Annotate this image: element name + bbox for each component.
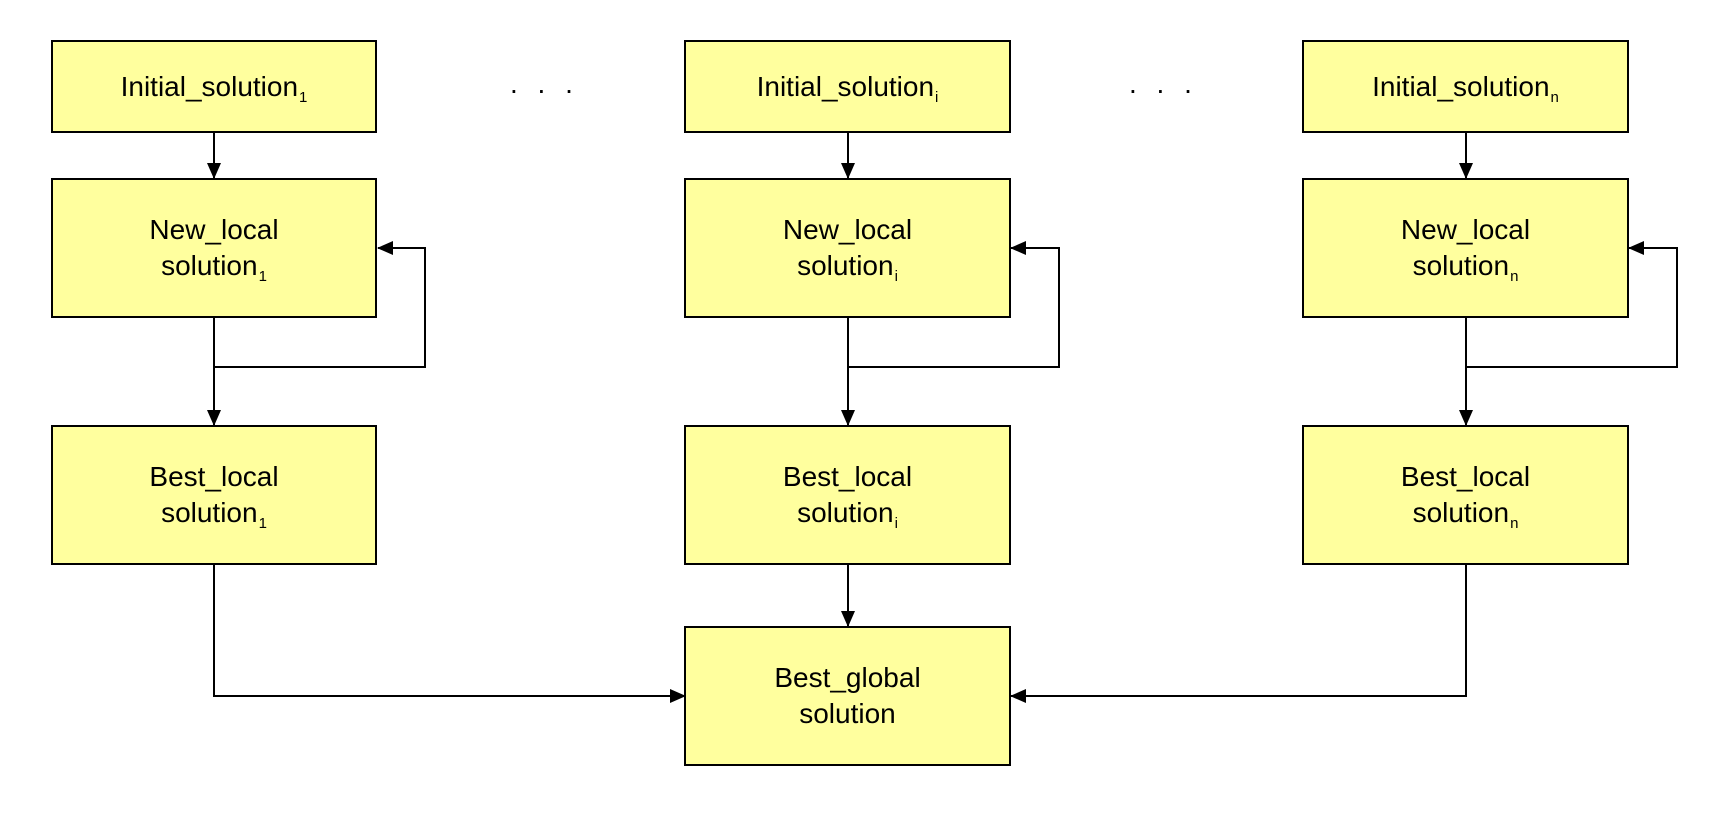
- new-local-solution-box-1: New_local solution1: [51, 178, 377, 318]
- best-local-line2-1: solution1: [161, 495, 267, 531]
- new-local-line1-1: New_local: [149, 214, 279, 245]
- arrow-best-local-n-to-best-global: [1010, 565, 1467, 703]
- new-local-line1-n: New_local: [1400, 214, 1531, 245]
- initial-solution-box-1: Initial_solution1: [51, 40, 377, 133]
- best-global-solution-box: Best_global solution: [684, 626, 1011, 766]
- initial-solution-box-i: Initial_solutioni: [684, 40, 1011, 133]
- initial-solution-text-1: Initial_solution: [120, 70, 299, 102]
- best-global-line2: solution: [799, 698, 896, 729]
- new-local-text-i: solution: [797, 250, 894, 281]
- initial-solution-subscript-i: i: [935, 88, 939, 106]
- initial-solution-text-i: Initial_solution: [756, 70, 935, 102]
- best-local-line2-i: solutioni: [797, 495, 898, 531]
- new-local-solution-box-i: New_local solutioni: [684, 178, 1011, 318]
- loop-arrow-new-local-i: [848, 241, 1060, 368]
- best-local-subscript-n: n: [1510, 515, 1519, 532]
- new-local-subscript-1: 1: [258, 268, 267, 285]
- best-global-line1: Best_global: [774, 662, 921, 693]
- new-local-text-n: solution: [1412, 250, 1510, 281]
- initial-solution-subscript-n: n: [1550, 88, 1559, 106]
- loop-arrow-new-local-n: [1466, 241, 1678, 368]
- best-local-line1-i: Best_local: [782, 461, 913, 492]
- new-local-subscript-i: i: [894, 268, 898, 285]
- best-local-line1-1: Best_local: [149, 461, 279, 492]
- best-local-line2-n: solutionn: [1413, 495, 1519, 531]
- initial-solution-box-n: Initial_solutionn: [1302, 40, 1629, 133]
- initial-solution-label-n: Initial_solutionn: [1372, 69, 1559, 105]
- loop-arrow-new-local-1: [214, 241, 426, 368]
- best-local-subscript-i: i: [894, 515, 898, 532]
- best-local-solution-box-i: Best_local solutioni: [684, 425, 1011, 565]
- best-local-subscript-1: 1: [258, 515, 267, 532]
- initial-solution-text-n: Initial_solution: [1372, 70, 1550, 102]
- arrow-best-local-1-to-best-global: [213, 565, 686, 703]
- best-local-text-i: solution: [797, 497, 894, 528]
- initial-solution-label-1: Initial_solution1: [121, 69, 308, 105]
- ellipsis-left: . . .: [510, 68, 579, 99]
- initial-solution-subscript-1: 1: [299, 88, 308, 106]
- best-local-solution-box-n: Best_local solutionn: [1302, 425, 1629, 565]
- new-local-line2-1: solution1: [161, 248, 267, 284]
- new-local-line2-n: solutionn: [1413, 248, 1519, 284]
- best-local-text-n: solution: [1412, 497, 1510, 528]
- best-local-line1-n: Best_local: [1400, 461, 1531, 492]
- ellipsis-right: . . .: [1129, 68, 1198, 99]
- new-local-solution-box-n: New_local solutionn: [1302, 178, 1629, 318]
- initial-solution-label-i: Initial_solutioni: [757, 69, 939, 105]
- new-local-line1-i: New_local: [782, 214, 913, 245]
- new-local-line2-i: solutioni: [797, 248, 898, 284]
- best-local-text-1: solution: [161, 497, 258, 528]
- new-local-subscript-n: n: [1510, 268, 1519, 285]
- new-local-text-1: solution: [161, 250, 258, 281]
- best-local-solution-box-1: Best_local solution1: [51, 425, 377, 565]
